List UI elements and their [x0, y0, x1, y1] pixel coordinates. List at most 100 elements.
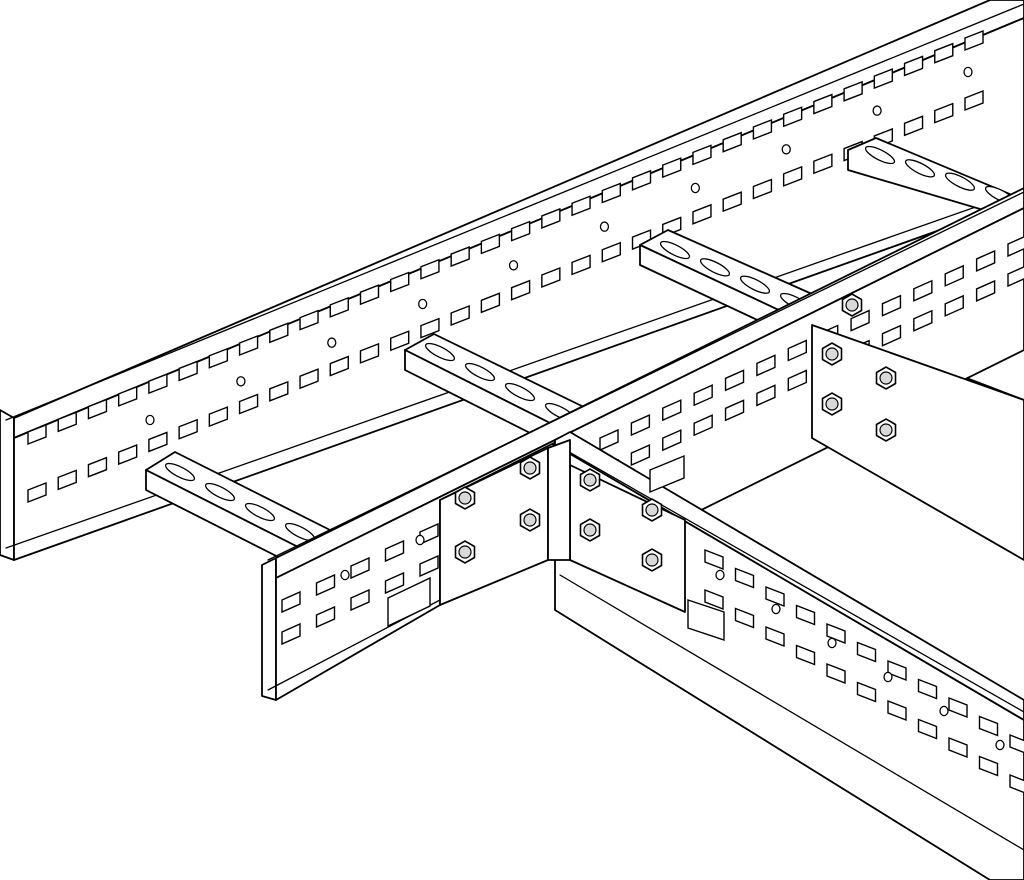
rail-hole — [145, 414, 155, 426]
rail-slot — [856, 641, 877, 663]
bolt — [519, 508, 541, 532]
bolt — [641, 498, 663, 522]
rail-slot — [541, 267, 561, 289]
rail-slot — [722, 131, 742, 153]
rung-slot — [864, 145, 896, 165]
bolt — [579, 468, 601, 492]
bolt-set — [454, 293, 897, 572]
rail-slot — [57, 411, 77, 433]
rail-slot — [881, 324, 902, 347]
rung-slot — [164, 462, 196, 482]
rail-slot — [881, 294, 902, 317]
rung-2 — [404, 333, 591, 449]
rail-hole — [995, 739, 1005, 751]
rail-hole — [340, 569, 350, 581]
rail-slot — [315, 573, 336, 597]
bolt — [454, 540, 476, 564]
rung-slot — [699, 258, 731, 277]
rail-slot — [813, 93, 833, 115]
bolt-thread — [523, 513, 537, 527]
rail-slot — [795, 604, 816, 626]
rail-slot — [782, 165, 803, 187]
rail-slot — [390, 330, 410, 352]
rail-slot — [630, 413, 651, 437]
rail-slot — [281, 590, 301, 614]
rail-slot — [756, 384, 776, 407]
rail-slot — [826, 622, 846, 645]
bolt-thread — [825, 397, 839, 411]
rail-hole — [690, 182, 700, 194]
rail-slot — [117, 444, 138, 466]
rail-slot — [601, 241, 621, 263]
bolt — [821, 392, 843, 416]
rail-slot — [704, 588, 724, 611]
rail-slot — [917, 678, 938, 700]
rail-slot — [975, 279, 996, 303]
rail-slot — [856, 681, 877, 703]
rail-slot — [692, 144, 712, 166]
rail-slot — [692, 203, 712, 225]
bolt-thread — [879, 371, 893, 385]
rail-slot — [1007, 266, 1024, 288]
rail-hole — [872, 105, 882, 116]
rail-hole — [781, 144, 791, 155]
rail-hole — [599, 221, 610, 232]
rail-hole — [771, 603, 781, 615]
rung-slot — [464, 362, 496, 382]
rail-slot — [571, 254, 591, 276]
rail-slot — [480, 233, 501, 255]
rail-slot — [630, 443, 651, 467]
bolt — [579, 518, 601, 542]
rail-slot — [662, 157, 682, 179]
rail-hole — [883, 671, 893, 683]
rung-slot — [739, 275, 771, 294]
rail-slot — [843, 80, 863, 102]
rung-slot — [504, 382, 536, 402]
bolt — [519, 456, 541, 480]
rail-slot — [934, 42, 954, 64]
rail-slot — [350, 556, 370, 580]
bolt-thread — [583, 473, 597, 487]
rail-slot — [631, 169, 652, 191]
bolt-thread — [879, 423, 893, 437]
rail-slot — [934, 102, 954, 124]
rung-slot — [204, 482, 236, 502]
rail-slot — [693, 384, 713, 407]
rail-hole — [327, 337, 337, 348]
rail-slot — [208, 406, 229, 428]
rail-slot — [787, 339, 808, 362]
bolt-thread — [523, 461, 537, 475]
rail-slot — [944, 294, 964, 317]
rail-slot — [978, 755, 999, 777]
rail-slot — [873, 68, 894, 90]
rail-slot — [724, 399, 745, 422]
rail-slot — [765, 625, 785, 648]
rail-slot — [350, 588, 370, 612]
bolt — [875, 418, 897, 442]
rail-slot — [722, 191, 742, 213]
rail-slot — [599, 428, 619, 452]
rail-slot — [964, 89, 984, 112]
rung-slot-row — [164, 462, 316, 542]
rail-slot — [948, 696, 968, 719]
rail-slot — [601, 182, 621, 204]
rail-slot — [662, 429, 682, 452]
rail-slot — [1007, 236, 1024, 258]
rail-slot — [419, 554, 439, 578]
bolt-thread — [458, 491, 472, 505]
rail-hole — [508, 260, 519, 271]
rail-slot — [765, 585, 785, 608]
rail-slot — [450, 304, 470, 326]
bolt — [641, 548, 663, 572]
rail-slot — [787, 369, 808, 392]
rail-slot — [975, 249, 996, 273]
rail-slot — [269, 380, 289, 402]
rail-slot — [178, 418, 198, 440]
rail-slot — [359, 284, 380, 306]
rail-slot — [238, 393, 259, 415]
rail-cutouts — [387, 454, 725, 641]
rail-hole — [827, 637, 837, 649]
rail-slot — [571, 195, 591, 217]
rail-slot — [850, 309, 870, 332]
rail-slot — [734, 607, 755, 629]
